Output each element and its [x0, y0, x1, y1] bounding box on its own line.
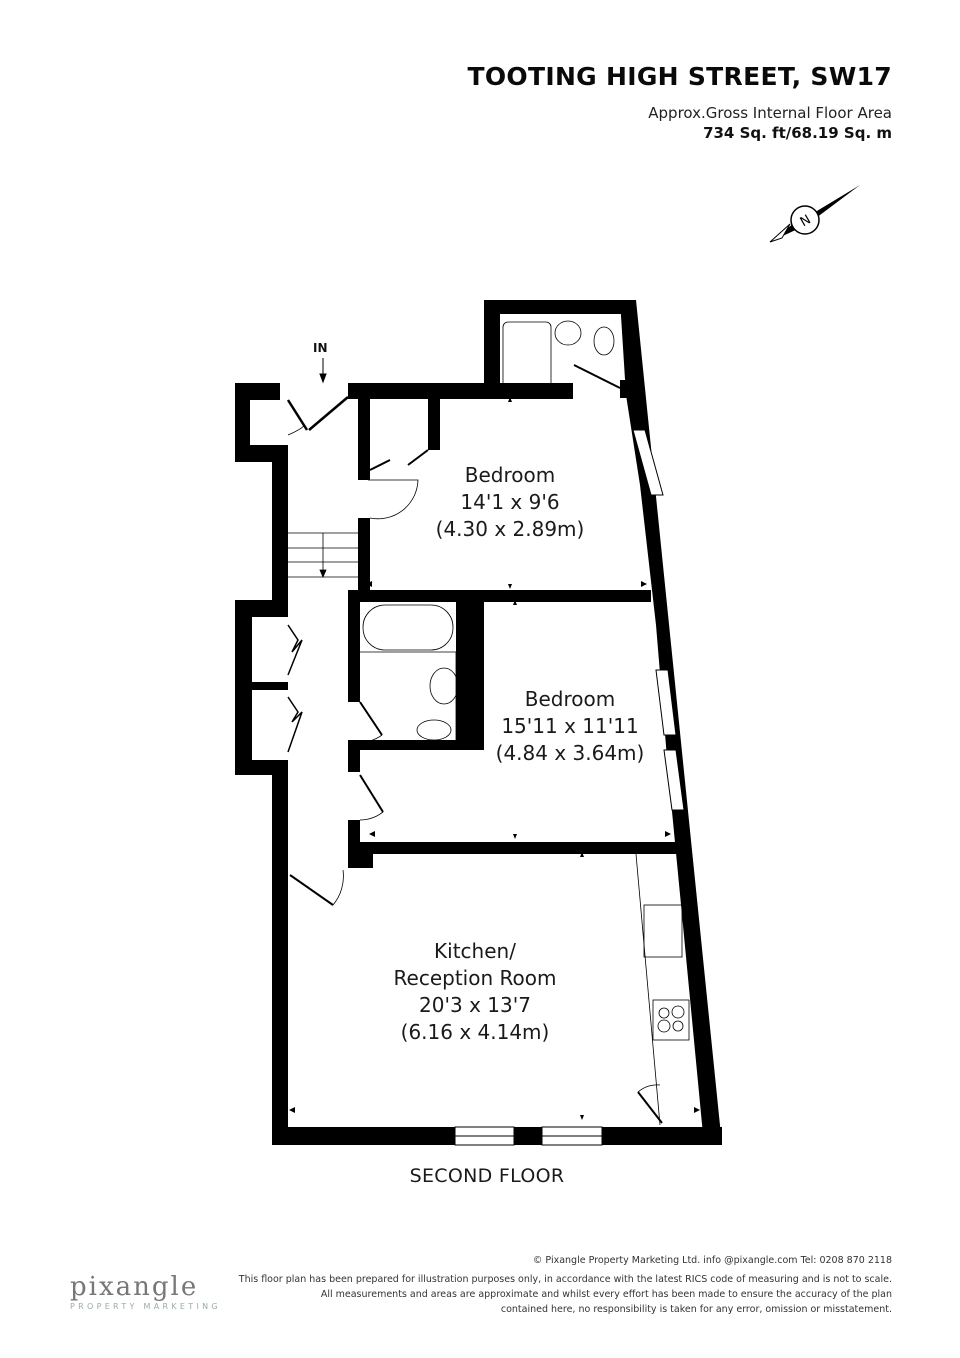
- room-kitchen-reception: Kitchen/ Reception Room 20'3 x 13'7 (6.1…: [370, 938, 580, 1046]
- floor-label: SECOND FLOOR: [409, 1165, 565, 1187]
- fixtures: [360, 320, 690, 1126]
- entrance-label: IN: [313, 341, 328, 355]
- room-metric: (4.84 x 3.64m): [495, 741, 645, 765]
- logo-name: pixangle: [70, 1272, 199, 1302]
- compass-north-icon: N: [769, 185, 860, 243]
- room-bedroom-2: Bedroom 15'11 x 11'11 (4.84 x 3.64m): [480, 686, 660, 767]
- room-name: Bedroom: [524, 687, 616, 711]
- room-imperial: 15'11 x 11'11: [501, 714, 639, 738]
- disclaimer: This floor plan has been prepared for il…: [239, 1272, 892, 1317]
- room-imperial: 14'1 x 9'6: [460, 490, 560, 514]
- entrance-arrow: [319, 358, 327, 384]
- room-name: Kitchen/: [434, 939, 516, 963]
- room-metric: (4.30 x 2.89m): [435, 517, 585, 541]
- room-name: Bedroom: [464, 463, 556, 487]
- room-imperial: 20'3 x 13'7: [419, 993, 531, 1017]
- property-title: TOOTING HIGH STREET, SW17: [467, 62, 892, 91]
- logo-tagline: PROPERTY MARKETING: [70, 1302, 221, 1311]
- doors: [286, 364, 663, 1124]
- disclaimer-line: contained here, no responsibility is tak…: [500, 1304, 892, 1315]
- room-metric: (6.16 x 4.14m): [400, 1020, 550, 1044]
- copyright-text: © Pixangle Property Marketing Ltd. info …: [532, 1255, 892, 1266]
- dimension-markers: [289, 397, 700, 1120]
- pixangle-logo: pixangle PROPERTY MARKETING: [70, 1274, 221, 1311]
- room-name-line2: Reception Room: [393, 966, 557, 990]
- windows: [454, 429, 685, 1146]
- disclaimer-line: This floor plan has been prepared for il…: [238, 1274, 892, 1285]
- floor-area-value: 734 Sq. ft/68.19 Sq. m: [703, 124, 892, 142]
- room-bedroom-1: Bedroom 14'1 x 9'6 (4.30 x 2.89m): [420, 462, 600, 543]
- stairs: [288, 532, 358, 579]
- disclaimer-line: All measurements and areas are approxima…: [320, 1289, 892, 1300]
- area-caption: Approx.Gross Internal Floor Area: [648, 104, 892, 122]
